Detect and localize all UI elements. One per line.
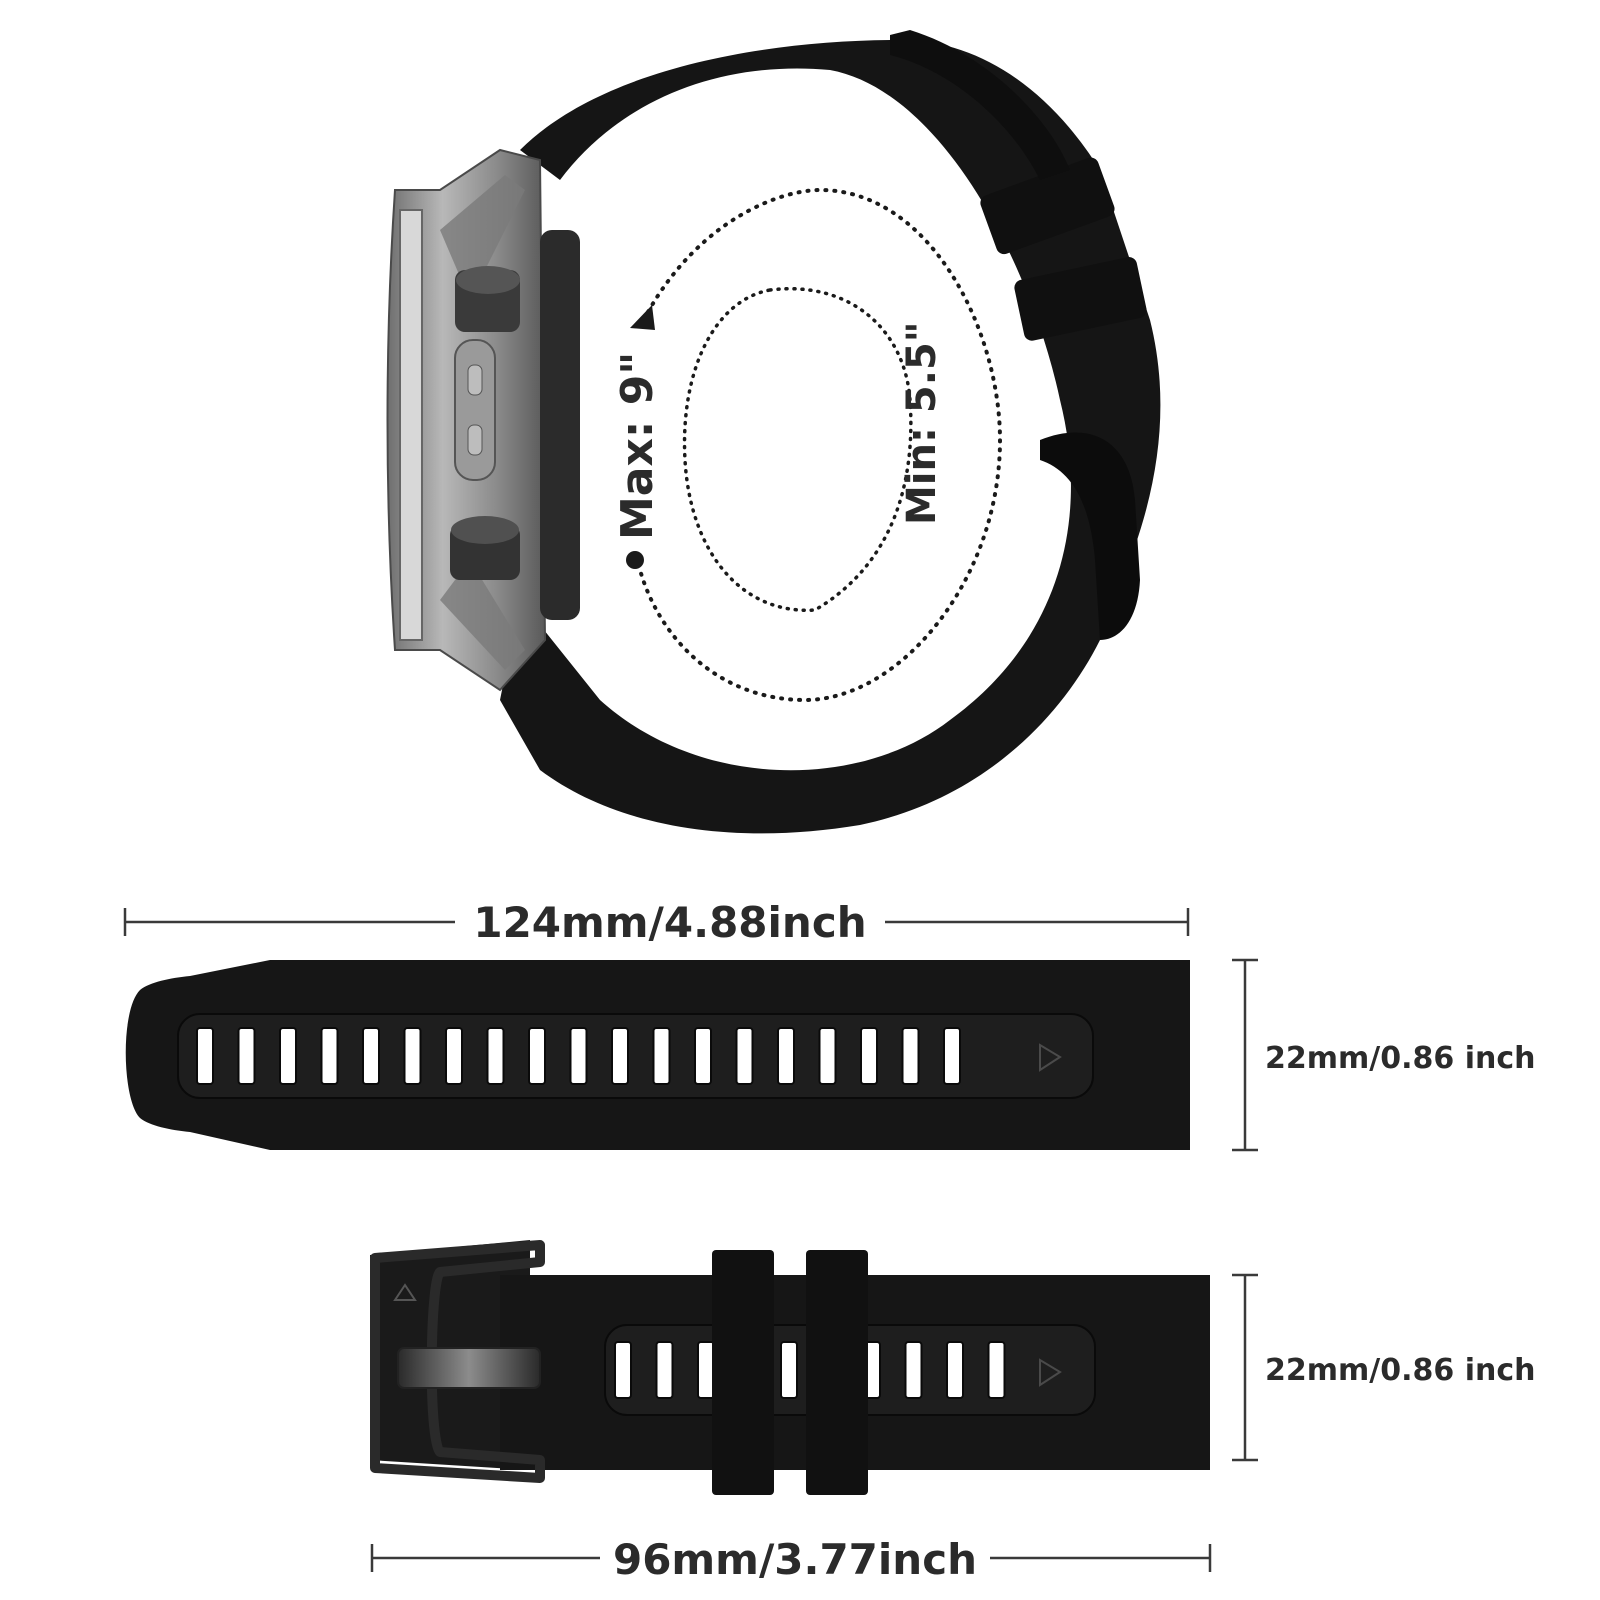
max-start-dot [626, 551, 644, 569]
short-strap-width-label: 22mm/0.86 inch [1265, 1353, 1535, 1388]
short-strap-keeper-2 [806, 1250, 868, 1495]
long-strap-width-label: 22mm/0.86 inch [1265, 1041, 1535, 1076]
long-strap-hole [860, 1027, 878, 1085]
long-strap-hole [320, 1027, 339, 1085]
long-strap-width-dimension: 22mm/0.86 inch [1232, 958, 1535, 1152]
short-strap-hole [946, 1341, 964, 1399]
long-strap-hole [901, 1027, 920, 1085]
max-arrow-icon [630, 305, 655, 330]
long-strap-arrow-icon [1039, 1043, 1062, 1072]
long-strap-hole [611, 1027, 629, 1085]
buckle [370, 1240, 545, 1483]
long-strap [125, 960, 1191, 1150]
short-strap-width-dimension: 22mm/0.86 inch [1232, 1273, 1535, 1462]
long-strap-hole [279, 1027, 297, 1085]
upper-crown-button [455, 266, 520, 332]
short-strap-end-arrow-icon [393, 1283, 417, 1301]
short-strap-hole [697, 1341, 715, 1399]
short-strap-hole [614, 1341, 632, 1399]
long-strap-length-dimension: 124mm/4.88inch [123, 898, 1190, 947]
long-strap-hole [362, 1027, 380, 1085]
short-strap-hole [655, 1341, 674, 1399]
long-strap-hole [237, 1027, 256, 1085]
watch-on-band [386, 30, 1161, 834]
long-strap-hole [943, 1027, 961, 1085]
band-buckle-side [1040, 432, 1140, 640]
short-strap-hole [987, 1341, 1006, 1399]
long-strap-hole [403, 1027, 422, 1085]
band-keeper-1 [980, 157, 1115, 255]
max-dotted-arc [638, 187, 1003, 703]
short-strap-arrow-icon [1039, 1358, 1062, 1387]
size-guide: Max: 9" Min: 5.5" [612, 187, 1003, 703]
long-strap-hole [652, 1027, 671, 1085]
long-strap-hole [196, 1027, 214, 1085]
short-strap-length-dimension: 96mm/3.77inch [370, 1535, 1212, 1584]
short-strap-length-label: 96mm/3.77inch [613, 1535, 977, 1584]
watch-case [386, 148, 580, 692]
long-strap-hole [486, 1027, 505, 1085]
long-strap-hole [445, 1027, 463, 1085]
short-strap [370, 1240, 1210, 1495]
buckle-pin-bar [397, 1347, 541, 1389]
band-keeper-2 [1014, 257, 1147, 341]
max-size-label: Max: 9" [612, 352, 663, 540]
min-dotted-ellipse [682, 287, 913, 612]
short-strap-keeper-1 [712, 1250, 774, 1495]
short-strap-hole [780, 1341, 798, 1399]
band-tip [890, 30, 1070, 180]
min-size-label: Min: 5.5" [899, 321, 945, 525]
long-strap-holes [196, 1027, 961, 1085]
long-strap-hole [777, 1027, 795, 1085]
lower-crown-button [450, 516, 520, 580]
long-strap-hole [694, 1027, 712, 1085]
long-strap-hole [818, 1027, 837, 1085]
long-strap-hole [569, 1027, 588, 1085]
long-strap-hole [528, 1027, 546, 1085]
long-strap-hole [735, 1027, 754, 1085]
short-strap-hole [904, 1341, 923, 1399]
wrapped-band [500, 40, 1161, 834]
long-strap-length-label: 124mm/4.88inch [473, 898, 866, 947]
